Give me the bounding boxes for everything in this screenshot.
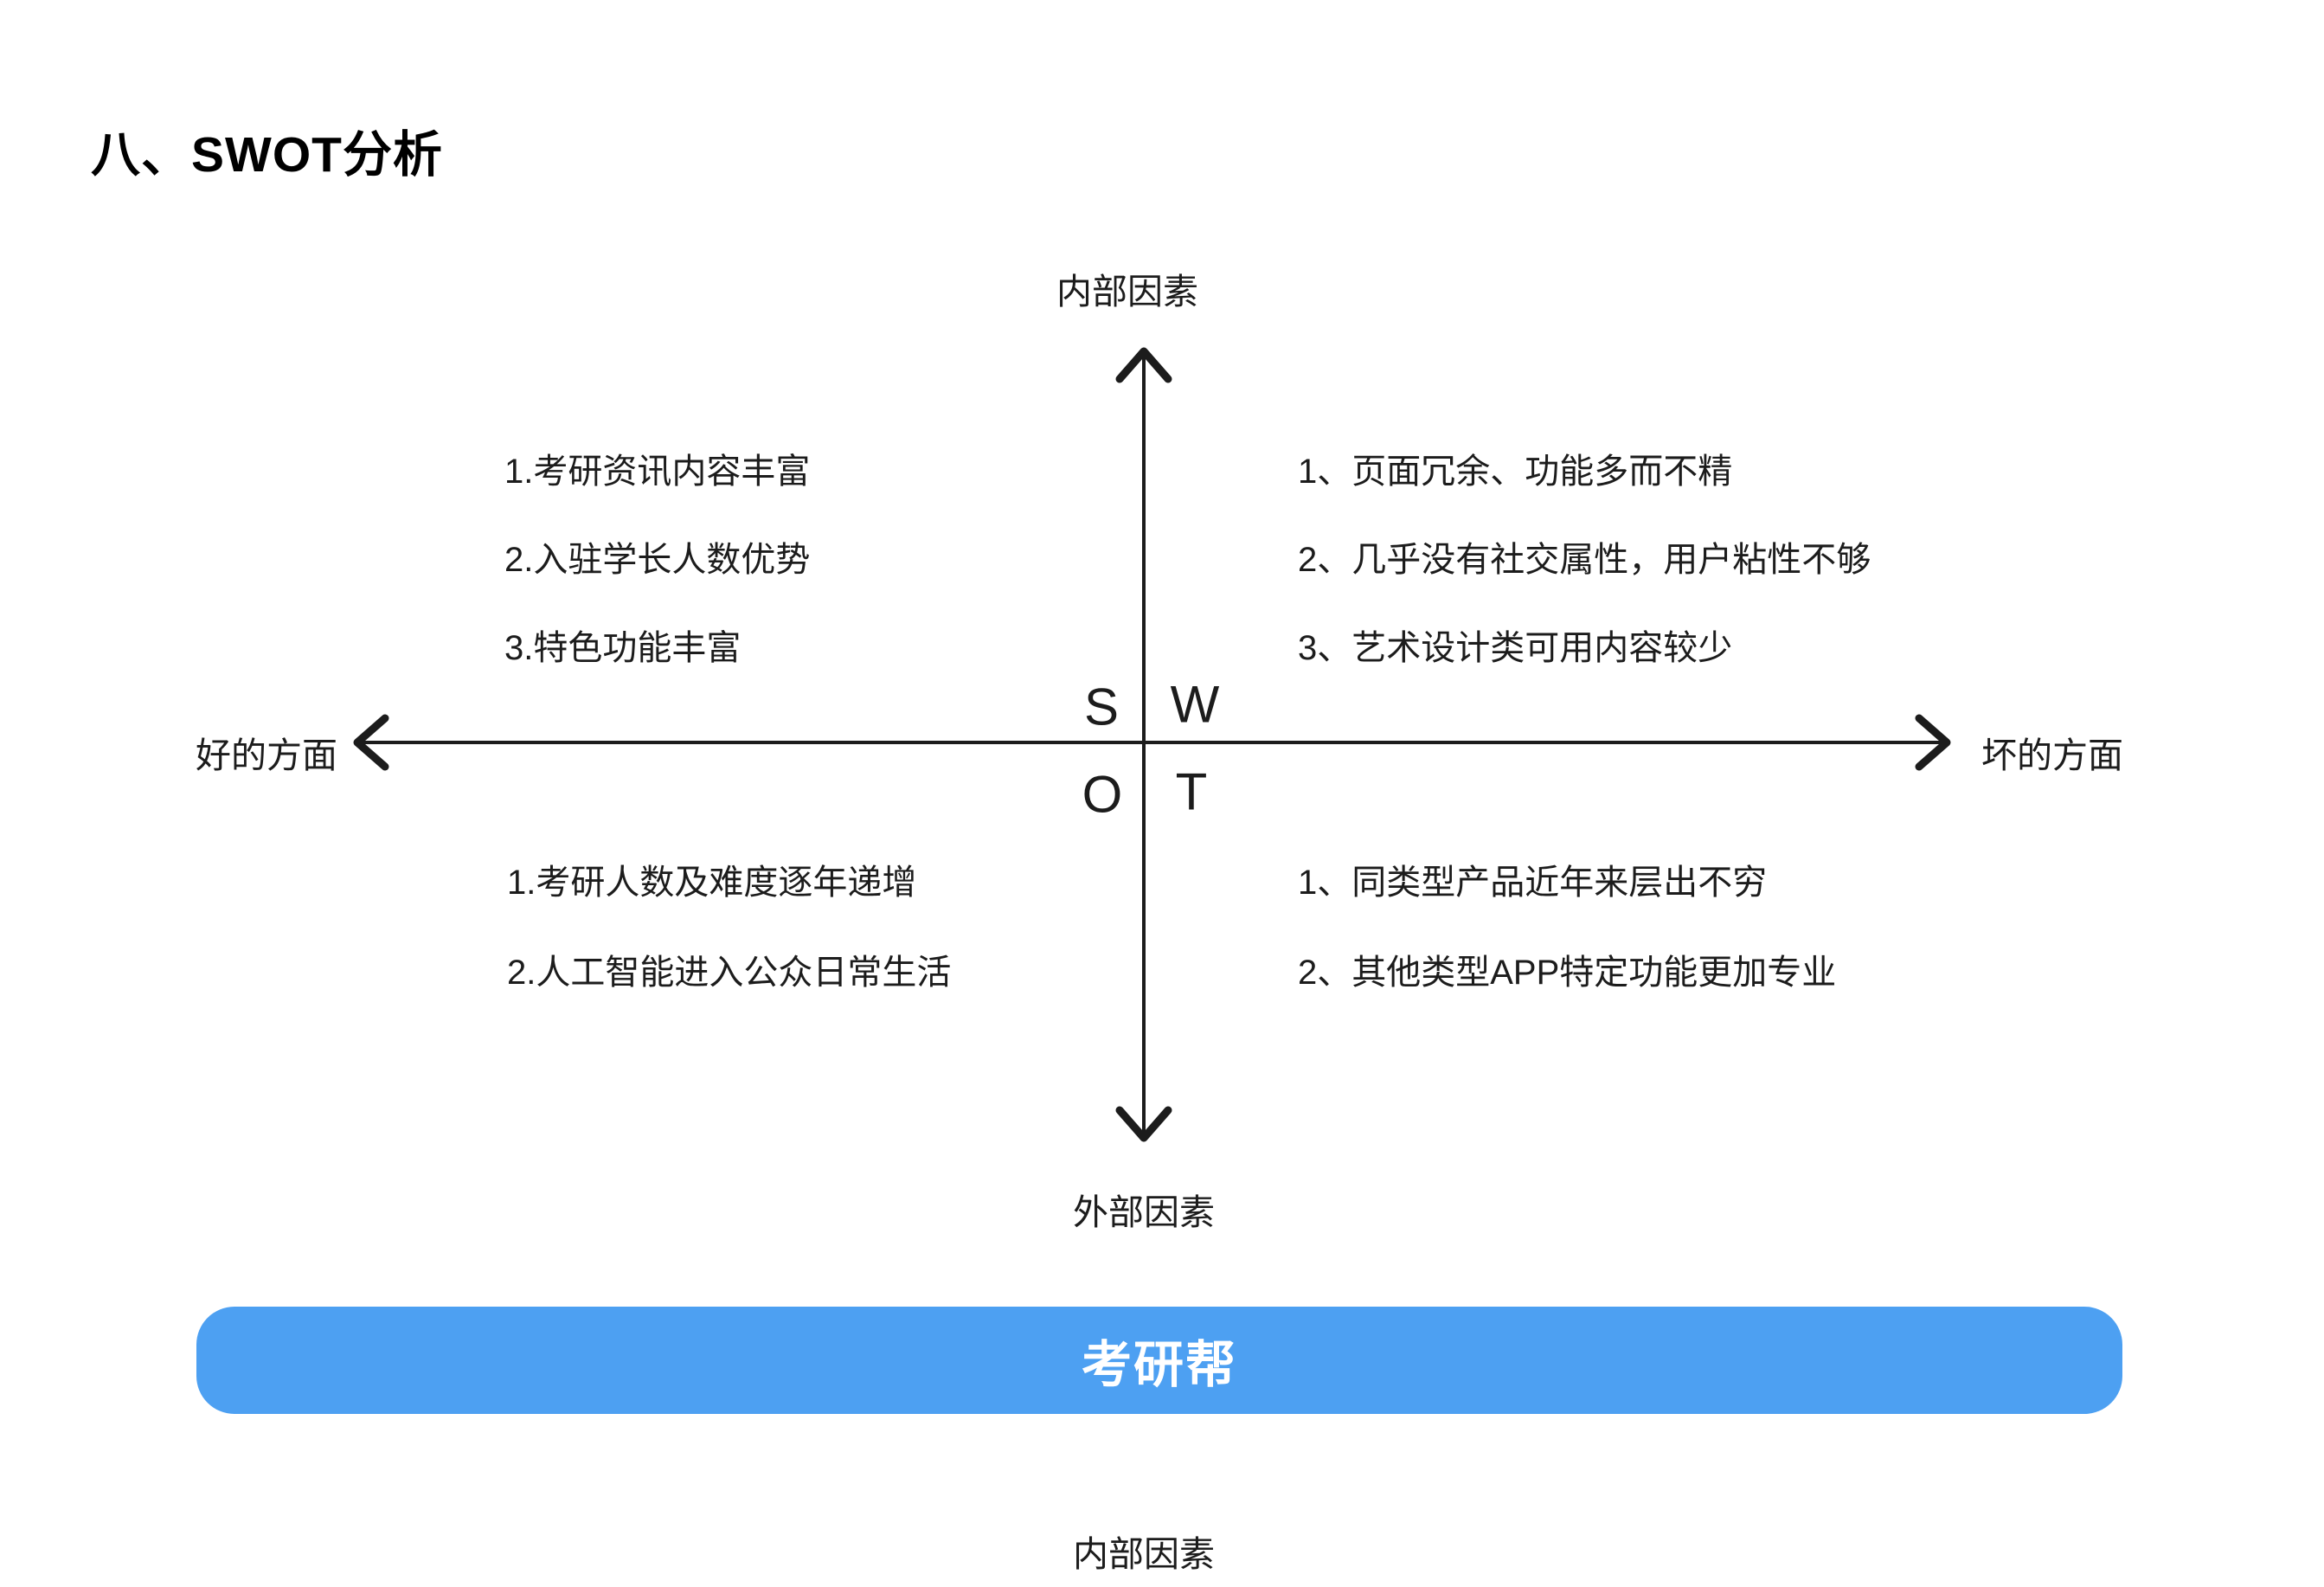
weaknesses-list: 1、页面冗余、功能多而不精 2、几乎没有社交属性，用户粘性不够 3、艺术设计类可… xyxy=(1298,451,1871,669)
axis-label-good-aspects: 好的方面 xyxy=(196,736,337,775)
arrow-left-icon xyxy=(353,714,389,771)
weaknesses-item: 2、几乎没有社交属性，用户粘性不够 xyxy=(1298,541,1871,579)
arrow-right-icon xyxy=(1915,714,1951,771)
app-banner: 考研帮 xyxy=(196,1307,2122,1414)
app-banner-label: 考研帮 xyxy=(1081,1337,1237,1393)
letter-weaknesses: W xyxy=(1170,675,1220,734)
threats-list: 1、同类型产品近年来层出不穷 2、其他类型APP特定功能更加专业 xyxy=(1298,862,1836,993)
strengths-item: 3.特色功能丰富 xyxy=(504,629,741,667)
axis-label-internal-factors: 内部因素 xyxy=(1056,272,1198,312)
arrow-down-icon xyxy=(1115,1106,1172,1142)
opportunities-item: 2.人工智能进入公众日常生活 xyxy=(507,954,952,992)
next-section-label: 内部因素 xyxy=(1073,1534,1215,1574)
opportunities-list: 1.考研人数及难度逐年递增 2.人工智能进入公众日常生活 xyxy=(507,862,951,993)
threats-item: 1、同类型产品近年来层出不穷 xyxy=(1298,864,1768,902)
opportunities-item: 1.考研人数及难度逐年递增 xyxy=(507,864,917,902)
strengths-item: 1.考研资讯内容丰富 xyxy=(504,453,811,491)
axis-label-bad-aspects: 坏的方面 xyxy=(1981,736,2123,775)
axis-label-external-factors: 外部因素 xyxy=(1073,1192,1215,1232)
letter-strengths: S xyxy=(1083,678,1120,736)
letter-opportunities: O xyxy=(1082,765,1123,824)
strengths-list: 1.考研资讯内容丰富 2.入驻学长人数优势 3.特色功能丰富 xyxy=(504,451,810,669)
strengths-item: 2.入驻学长人数优势 xyxy=(504,541,811,579)
weaknesses-item: 3、艺术设计类可用内容较少 xyxy=(1298,629,1733,667)
weaknesses-item: 1、页面冗余、功能多而不精 xyxy=(1298,453,1733,491)
threats-item: 2、其他类型APP特定功能更加专业 xyxy=(1298,954,1837,992)
letter-threats: T xyxy=(1175,762,1208,821)
page-title: 八、SWOT分析 xyxy=(91,127,443,183)
arrow-up-icon xyxy=(1115,347,1172,383)
